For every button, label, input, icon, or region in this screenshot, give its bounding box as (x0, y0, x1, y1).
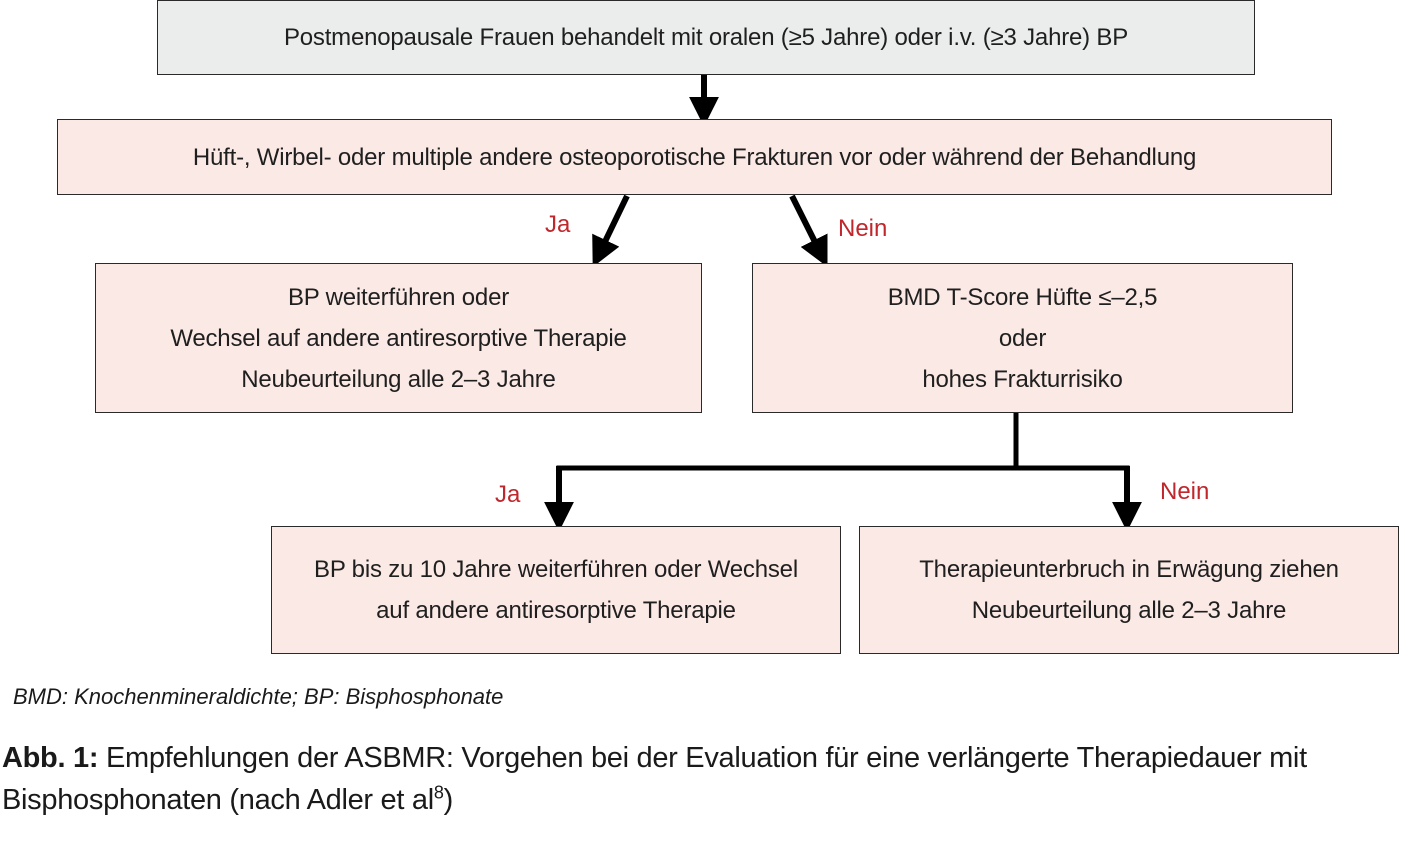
node-holiday-line1: Therapieunterbruch in Erwägung ziehen (919, 556, 1339, 583)
node-holiday-line2: Neubeurteilung alle 2–3 Jahre (971, 597, 1287, 624)
connector-bmd-branch (556, 412, 1019, 478)
node-drug-holiday: Therapieunterbruch in Erwägung ziehen Ne… (859, 526, 1399, 654)
node-fractures-text: Hüft-, Wirbel- oder multiple andere oste… (192, 143, 1197, 171)
node-bp-10-line2: auf andere antiresorptive Therapie (376, 597, 736, 624)
caption-label: Abb. 1: (2, 742, 99, 774)
edge-label-bmd-yes: Ja (495, 481, 521, 508)
node-continue-bp-line3: Neubeurteilung alle 2–3 Jahre (241, 365, 556, 393)
node-fractures: Hüft-, Wirbel- oder multiple andere oste… (57, 119, 1332, 195)
node-bmd: BMD T-Score Hüfte ≤–2,5 oder hohes Frakt… (752, 263, 1293, 413)
node-root: Postmenopausale Frauen behandelt mit ora… (157, 0, 1255, 75)
node-bmd-line1: BMD T-Score Hüfte ≤–2,5 (887, 283, 1158, 311)
connector-bmd-branch-right (1016, 465, 1130, 478)
arrow-fractures-no (789, 194, 828, 268)
caption-text: Empfehlungen der ASBMR: Vorgehen bei der… (2, 742, 1307, 816)
node-bp-10-years: BP bis zu 10 Jahre weiterführen oder Wec… (271, 526, 841, 654)
node-bmd-line2: oder (998, 324, 1047, 352)
caption-reference: 8 (433, 782, 444, 803)
caption-close: ) (443, 784, 454, 816)
node-bmd-line3: hohes Frakturrisiko (922, 365, 1123, 393)
arrow-fractures-yes (592, 194, 630, 268)
abbreviations-footnote: BMD: Knochenmineraldichte; BP: Bisphosph… (13, 684, 504, 709)
node-bp-10-line1: BP bis zu 10 Jahre weiterführen oder Wec… (314, 556, 798, 583)
node-continue-bp-line2: Wechsel auf andere antiresorptive Therap… (170, 324, 627, 352)
figure-caption: Abb. 1: Empfehlungen der ASBMR: Vorgehen… (2, 737, 1422, 821)
edge-label-bmd-no: Nein (1160, 478, 1210, 505)
edge-label-fractures-yes: Ja (545, 211, 571, 238)
edge-label-fractures-no: Nein (838, 215, 888, 242)
node-root-text: Postmenopausale Frauen behandelt mit ora… (283, 24, 1129, 51)
node-continue-bp: BP weiterführen oder Wechsel auf andere … (95, 263, 702, 413)
node-continue-bp-line1: BP weiterführen oder (287, 283, 510, 311)
